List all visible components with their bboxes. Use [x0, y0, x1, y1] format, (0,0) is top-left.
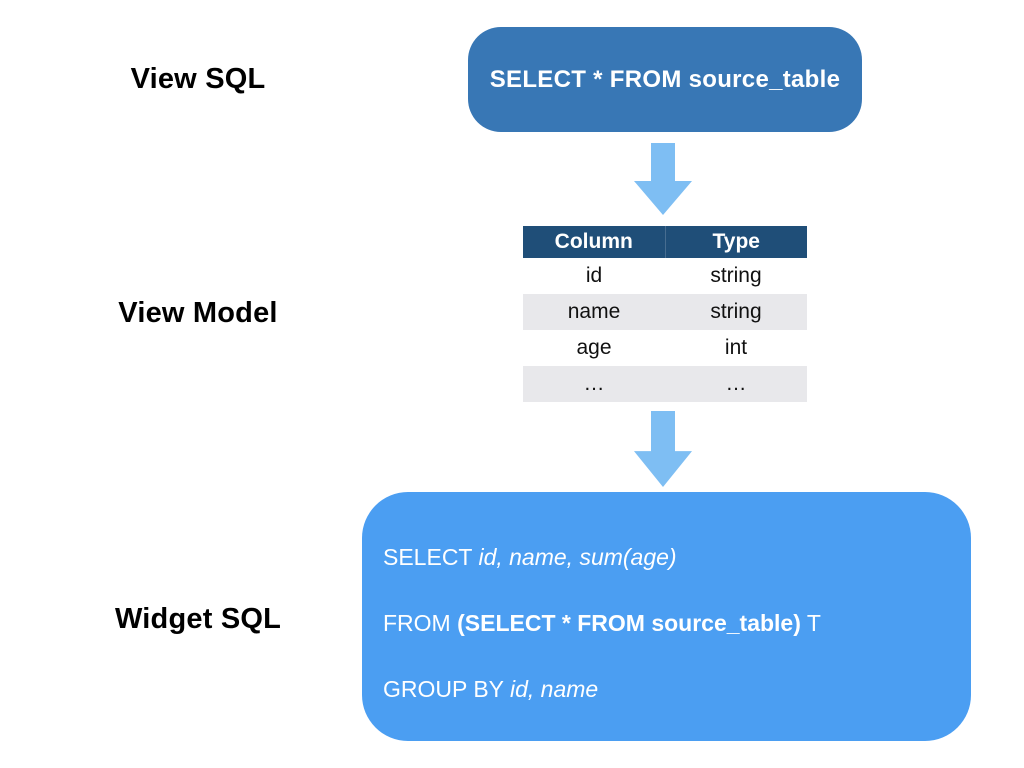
table-row: … …	[523, 366, 807, 402]
table-header-column: Column	[554, 230, 633, 253]
widget-sql-line-groupby: GROUP BY id, name	[383, 675, 951, 703]
view-sql-box: SELECT * FROM source_table	[468, 27, 862, 132]
view-sql-text: SELECT * FROM source_table	[489, 65, 841, 93]
sql-identifiers: id, name	[509, 676, 599, 702]
down-arrow-icon	[634, 143, 692, 215]
sql-keyword: SELECT	[383, 544, 479, 570]
widget-sql-label: Widget SQL	[114, 603, 282, 635]
view-model-table: Column Type id string name string age in…	[523, 226, 807, 402]
table-header-type: Type	[664, 226, 808, 258]
view-sql-label: View SQL	[130, 63, 266, 95]
table-cell: …	[725, 372, 747, 395]
widget-sql-line-select: SELECT id, name, sum(age)	[383, 543, 951, 571]
sql-subquery: (SELECT * FROM source_table)	[457, 610, 801, 636]
table-cell: name	[567, 300, 621, 323]
table-row: name string	[523, 294, 807, 330]
table-cell: string	[710, 264, 762, 287]
table-row: age int	[523, 330, 807, 366]
table-row: id string	[523, 258, 807, 294]
table-header-row: Column Type	[523, 226, 807, 258]
sql-keyword: FROM	[383, 610, 458, 636]
widget-sql-box: SELECT id, name, sum(age) FROM (SELECT *…	[362, 492, 971, 741]
table-cell: …	[583, 372, 605, 395]
table-cell: age	[576, 336, 612, 359]
table-cell: string	[710, 300, 762, 323]
sql-keyword: GROUP BY	[383, 676, 510, 702]
widget-sql-line-from: FROM (SELECT * FROM source_table) T	[383, 609, 951, 637]
sql-identifiers: id, name, sum(age)	[478, 544, 677, 570]
down-arrow-icon	[634, 411, 692, 487]
view-model-label: View Model	[118, 297, 278, 329]
table-cell: id	[585, 264, 603, 287]
table-cell: int	[724, 336, 748, 359]
sql-alias: T	[800, 610, 821, 636]
